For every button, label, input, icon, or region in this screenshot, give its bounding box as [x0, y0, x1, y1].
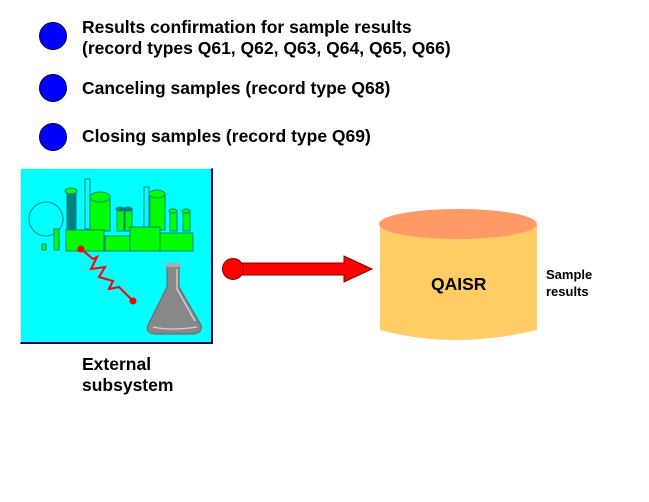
label-line: subsystem — [82, 375, 174, 395]
bullet-dot — [39, 123, 67, 151]
external-subsystem-label: External subsystem — [82, 354, 173, 396]
factory-icon — [28, 178, 194, 252]
bullet-text-canceling: Canceling samples (record type Q68) — [82, 78, 390, 99]
bullet-line: Canceling samples (record type Q68) — [82, 78, 391, 98]
signal-start-dot — [77, 245, 85, 253]
data-flow-arrow — [222, 255, 374, 283]
bullet-dot — [39, 74, 67, 102]
bullet-dot — [39, 22, 67, 50]
bullet-text-results-confirmation: Results confirmation for sample results … — [82, 17, 451, 59]
external-subsystem-illustration — [28, 178, 202, 335]
label-line: results — [546, 284, 589, 299]
external-subsystem-panel — [20, 168, 213, 344]
arrow-origin-dot — [222, 258, 244, 280]
bullet-text-closing: Closing samples (record type Q69) — [82, 126, 371, 147]
label-line: Sample — [546, 267, 593, 282]
label-line: External — [82, 354, 152, 374]
signal-end-dot — [129, 297, 137, 305]
flask-icon — [146, 263, 202, 335]
signal-zigzag-icon — [80, 248, 134, 302]
bullet-line: Results confirmation for sample results — [82, 17, 412, 37]
database-description: Sample results — [546, 266, 592, 300]
bullet-line: (record types Q61, Q62, Q63, Q64, Q65, Q… — [82, 38, 451, 58]
database-label: QAISR — [431, 274, 487, 294]
bullet-line: Closing samples (record type Q69) — [82, 126, 371, 146]
